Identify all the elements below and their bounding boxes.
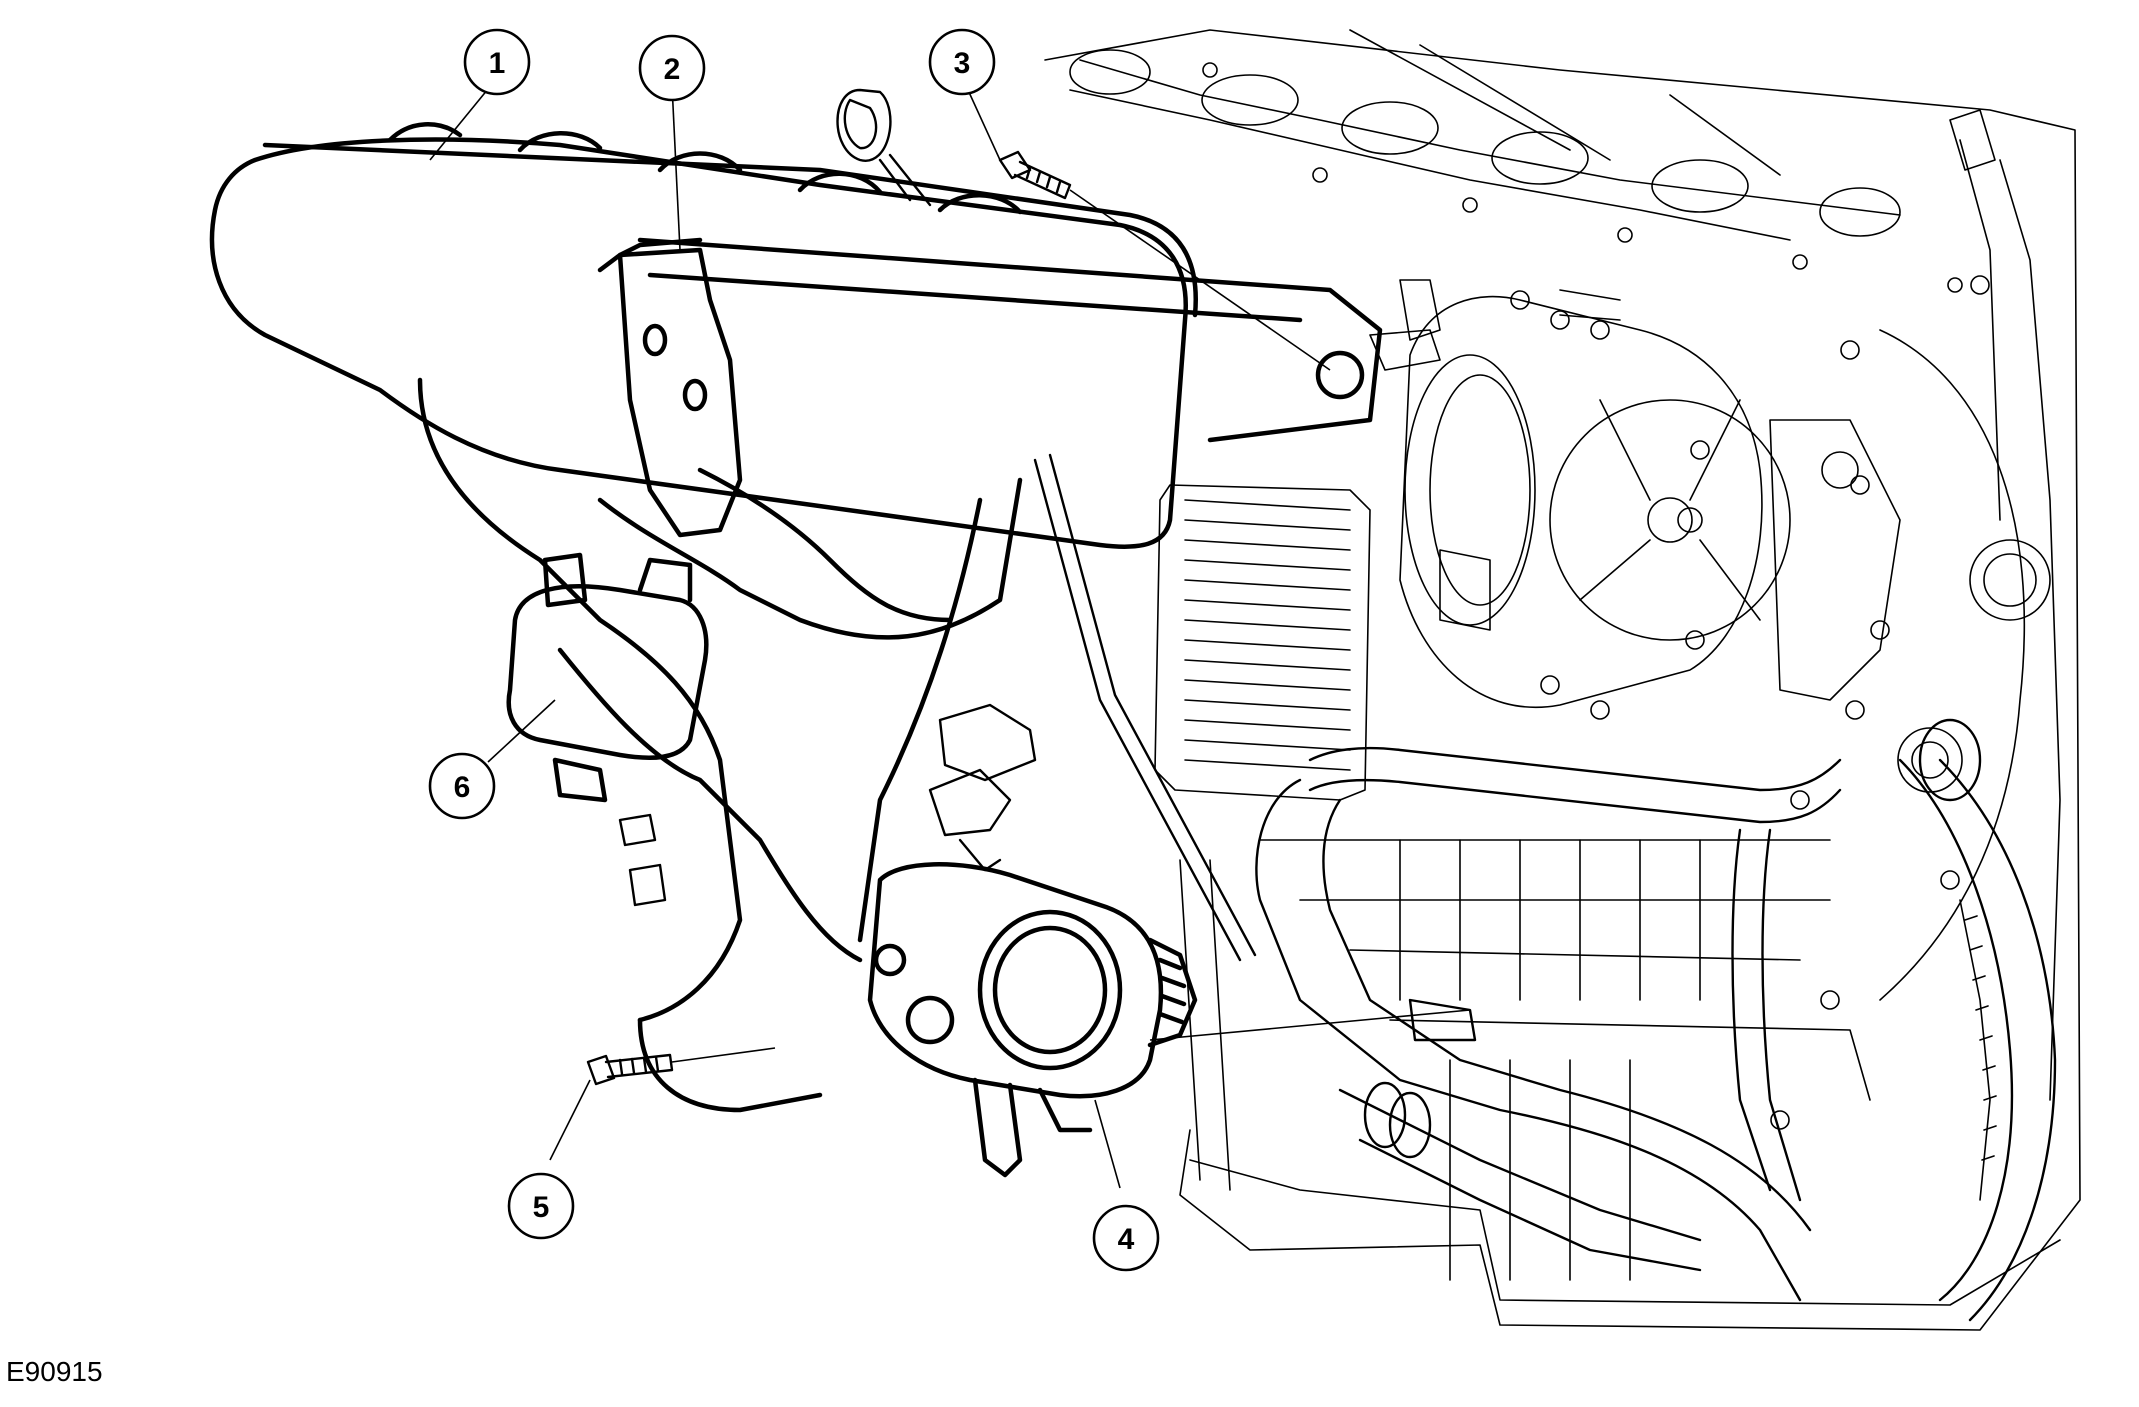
callout-5: 5 <box>507 1172 575 1240</box>
throttle-body <box>867 862 1198 1178</box>
svg-text:4: 4 <box>1118 1223 1135 1256</box>
coolant-hoses <box>1033 453 2057 1322</box>
leader-3 <box>967 89 1001 161</box>
svg-text:6: 6 <box>454 771 471 804</box>
callout-3: 3 <box>928 28 996 96</box>
callout-2: 2 <box>638 34 706 102</box>
leader-2 <box>671 84 681 251</box>
component-6-module <box>506 552 709 803</box>
bolt-item-5 <box>586 1053 674 1086</box>
engine-block <box>1044 29 2081 1331</box>
svg-text:1: 1 <box>489 47 506 80</box>
injector <box>618 703 1037 907</box>
svg-text:2: 2 <box>664 53 681 86</box>
dipstick-handle <box>836 88 932 207</box>
callout-6: 6 <box>428 752 496 820</box>
intake-manifold <box>209 122 1383 1113</box>
leader-4 <box>1094 1099 1121 1189</box>
leader-5 <box>549 1079 591 1161</box>
svg-text:5: 5 <box>533 1191 550 1224</box>
svg-text:3: 3 <box>954 47 971 80</box>
figure-id: E90915 <box>6 1356 103 1387</box>
callout-1: 1 <box>463 28 531 96</box>
leader-lines <box>429 77 1471 1189</box>
callout-4: 4 <box>1092 1204 1160 1272</box>
leader-6 <box>487 699 556 763</box>
bolt-item-3 <box>998 150 1072 200</box>
